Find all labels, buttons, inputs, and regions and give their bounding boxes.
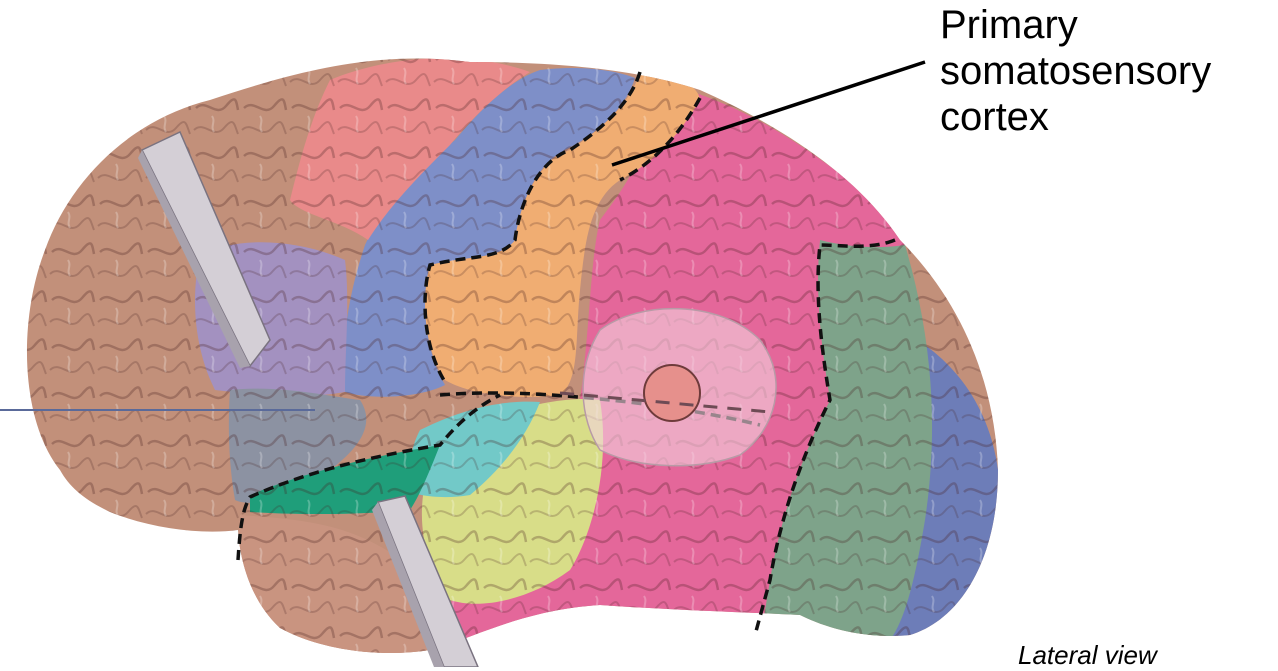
temporal-cut-plate [372, 495, 479, 667]
focus-dot [643, 364, 701, 422]
label-line-1: Primary [940, 3, 1078, 47]
label-line-3: cortex [940, 95, 1049, 139]
label-line-2: somatosensory [940, 49, 1212, 93]
primary-somatosensory-cortex-label: Primary somatosensory cortex [940, 2, 1211, 140]
view-caption: Lateral view [1018, 640, 1157, 670]
frontal-cut-plate [138, 130, 271, 368]
focus-dash-line [559, 391, 771, 414]
callout-leader-line [611, 60, 926, 167]
gyri-texture [26, 58, 999, 654]
